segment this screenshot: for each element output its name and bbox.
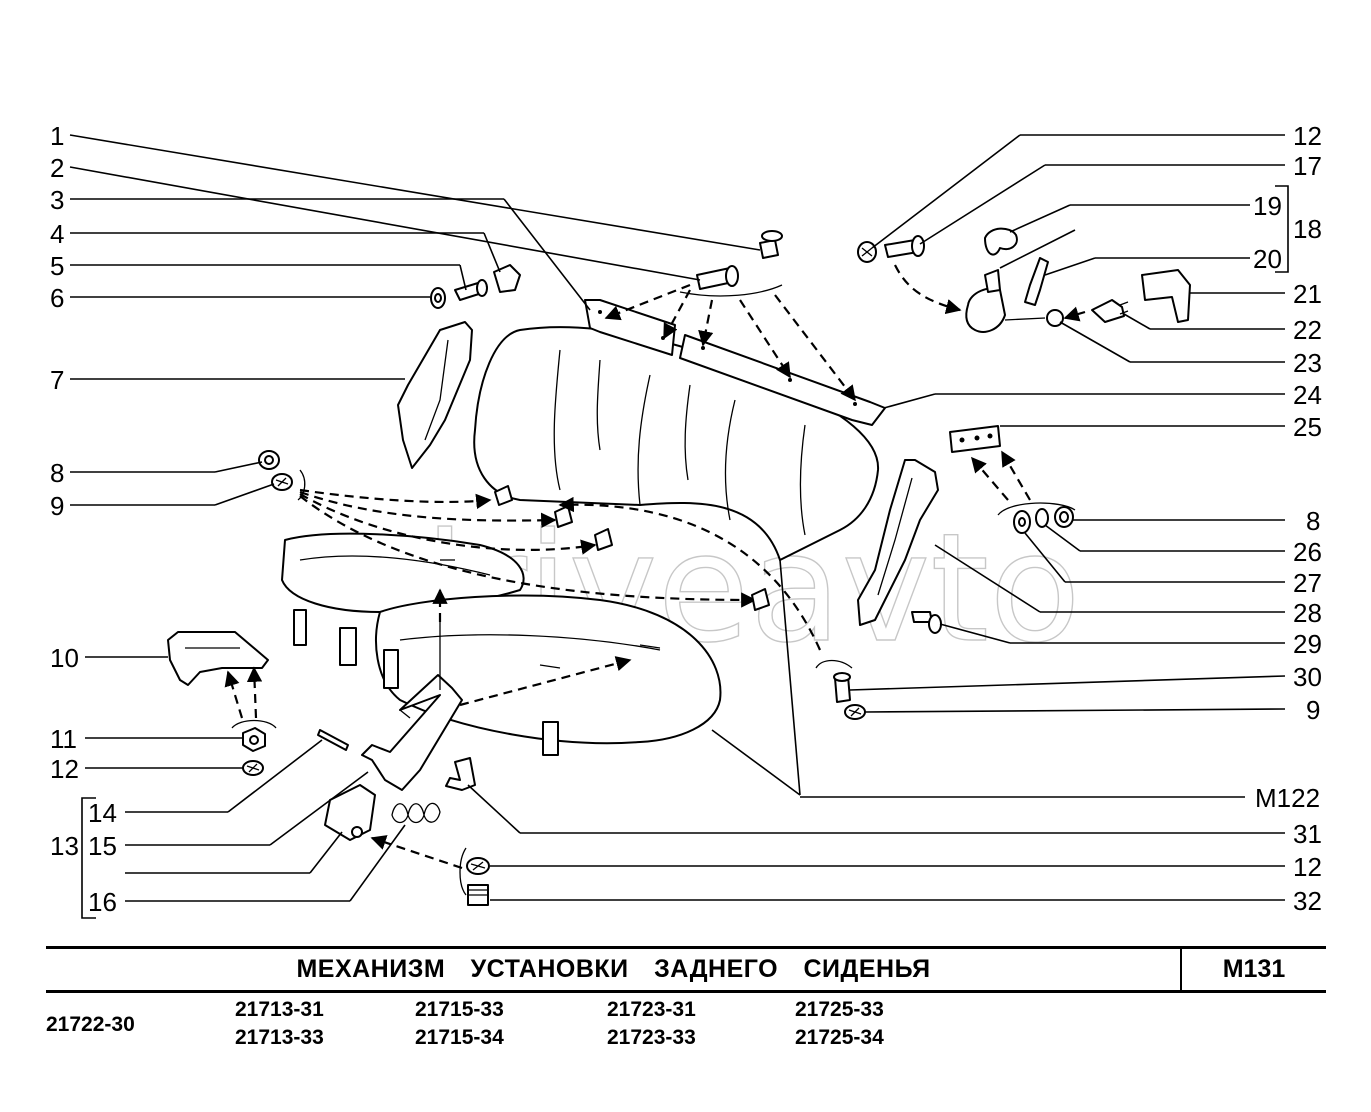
callout-8-right: 8 bbox=[1306, 506, 1320, 536]
callout-13: 13 bbox=[50, 831, 79, 861]
bolt-30 bbox=[833, 672, 851, 703]
callout-23: 23 bbox=[1293, 348, 1322, 378]
panel-24 bbox=[679, 334, 886, 426]
base-model: 21722-30 bbox=[46, 1013, 135, 1036]
callout-9-left: 9 bbox=[50, 491, 64, 521]
callout-8-left: 8 bbox=[50, 458, 64, 488]
callout-22: 22 bbox=[1293, 315, 1322, 345]
callout-7: 7 bbox=[50, 365, 64, 395]
callout-9-right: 9 bbox=[1306, 695, 1320, 725]
callout-15: 15 bbox=[88, 831, 117, 861]
plate-25 bbox=[949, 425, 1001, 453]
callout-11: 11 bbox=[50, 724, 77, 754]
model-1a: 21713-31 bbox=[235, 998, 324, 1021]
lockwasher-12-left bbox=[242, 760, 264, 776]
lockwasher-9-left bbox=[271, 473, 293, 491]
bracket-10 bbox=[167, 631, 269, 686]
bolt-5 bbox=[454, 279, 488, 301]
bracket-7 bbox=[397, 321, 473, 469]
bracket-28 bbox=[857, 459, 939, 626]
footer-bottom-rule bbox=[46, 990, 1326, 993]
callout-12-bottom: 12 bbox=[1293, 852, 1322, 882]
model-4a: 21725-33 bbox=[795, 998, 884, 1021]
model-2a: 21715-33 bbox=[415, 998, 504, 1021]
callout-10: 10 bbox=[50, 643, 79, 673]
callout-12-left: 12 bbox=[50, 754, 79, 784]
bracket-31 bbox=[445, 757, 476, 791]
seat-cushion-right bbox=[375, 594, 722, 745]
lockwasher-9-right bbox=[844, 704, 866, 720]
callout-4: 4 bbox=[50, 219, 64, 249]
callout-24: 24 bbox=[1293, 380, 1322, 410]
diagram-title: МЕХАНИЗМ УСТАНОВКИ ЗАДНЕГО СИДЕНЬЯ bbox=[296, 955, 931, 983]
spring bbox=[391, 802, 441, 824]
rod-20 bbox=[1024, 257, 1049, 306]
callout-16: 16 bbox=[88, 887, 117, 917]
washer-6 bbox=[430, 287, 446, 309]
model-4b: 21725-34 bbox=[795, 1026, 884, 1049]
bumper-23 bbox=[1046, 309, 1064, 327]
stud-22 bbox=[1091, 299, 1129, 323]
callout-3: 3 bbox=[50, 185, 64, 215]
callout-14: 14 bbox=[88, 798, 117, 828]
callout-1: 1 bbox=[50, 121, 64, 151]
callout-5: 5 bbox=[50, 251, 64, 281]
parts-diagram: driveavto bbox=[50, 121, 1322, 919]
pin-14 bbox=[317, 729, 349, 751]
callout-26: 26 bbox=[1293, 537, 1322, 567]
bolt-32 bbox=[467, 884, 489, 906]
callout-25: 25 bbox=[1293, 412, 1322, 442]
latch-18 bbox=[965, 269, 1006, 333]
nut-8-right bbox=[1054, 506, 1074, 528]
bracket-16 bbox=[324, 784, 376, 841]
nut-11 bbox=[242, 727, 266, 752]
callout-12-top-right: 12 bbox=[1293, 121, 1322, 151]
footer-top-rule bbox=[46, 946, 1326, 949]
model-3a: 21723-31 bbox=[607, 998, 696, 1021]
seat-cushion-left bbox=[281, 532, 525, 613]
bolt-1 bbox=[759, 230, 783, 259]
lockwasher-26 bbox=[1035, 508, 1049, 528]
callout-31: 31 bbox=[1293, 819, 1322, 849]
callout-30: 30 bbox=[1293, 662, 1322, 692]
callout-19: 19 bbox=[1253, 191, 1282, 221]
clip-4 bbox=[493, 264, 521, 293]
model-3b: 21723-33 bbox=[607, 1026, 696, 1049]
callout-2: 2 bbox=[50, 153, 64, 183]
bolt-17 bbox=[884, 235, 925, 258]
lockwasher-12-bottom bbox=[466, 857, 490, 875]
bolt-2 bbox=[696, 265, 739, 290]
callout-17: 17 bbox=[1293, 151, 1322, 181]
screw-29 bbox=[911, 611, 942, 634]
footer-separator bbox=[1180, 947, 1182, 991]
lever-15 bbox=[361, 674, 463, 791]
model-2b: 21715-34 bbox=[415, 1026, 504, 1049]
knob-19 bbox=[984, 227, 1018, 256]
callout-20: 20 bbox=[1253, 244, 1282, 274]
model-1b: 21713-33 bbox=[235, 1026, 324, 1049]
diagram-code: М131 bbox=[1222, 955, 1286, 983]
cover-21 bbox=[1141, 269, 1191, 323]
seat-hinges bbox=[293, 609, 559, 756]
lockwasher-12-top-right bbox=[857, 241, 877, 263]
callout-21: 21 bbox=[1293, 279, 1322, 309]
callout-27: 27 bbox=[1293, 568, 1322, 598]
callout-28: 28 bbox=[1293, 598, 1322, 628]
callout-6: 6 bbox=[50, 283, 64, 313]
callout-32: 32 bbox=[1293, 886, 1322, 916]
callout-M122: М122 bbox=[1255, 783, 1320, 813]
callout-18: 18 bbox=[1293, 214, 1322, 244]
nut-8-left bbox=[258, 450, 280, 470]
washer-27 bbox=[1013, 510, 1031, 534]
callout-29: 29 bbox=[1293, 629, 1322, 659]
